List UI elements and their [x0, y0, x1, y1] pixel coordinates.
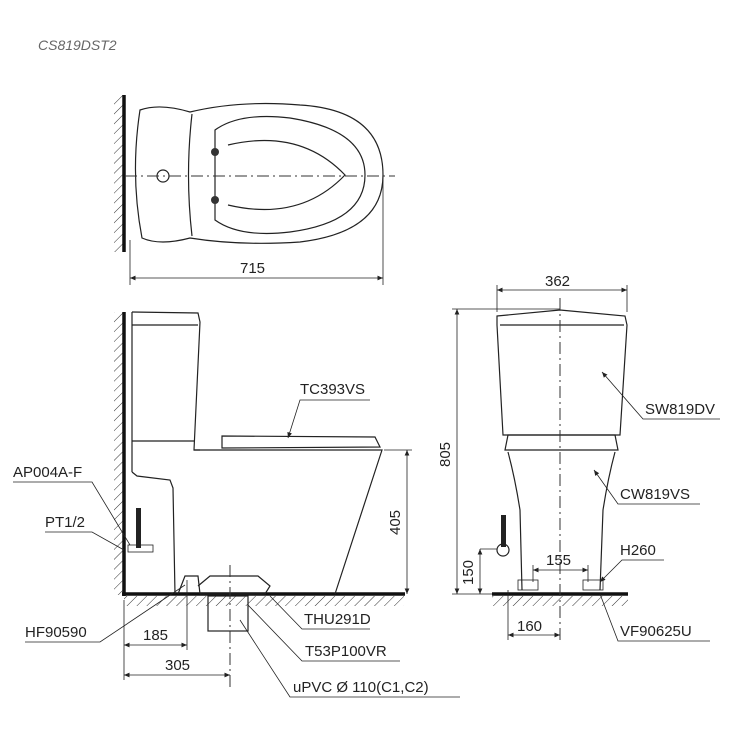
seat-front-outline [504, 434, 619, 451]
label-t53p100vr: T53P100VR [305, 643, 387, 660]
dim-150: 150 [460, 560, 477, 585]
label-sw819dv: SW819DV [645, 401, 715, 418]
label-h260: H260 [620, 542, 656, 559]
tank-front-outline [496, 309, 628, 436]
label-upvc-pipe: uPVC Ø 110(C1,C2) [293, 679, 429, 696]
label-thu291d: THU291D [304, 611, 371, 628]
label-tc393vs: TC393VS [300, 381, 365, 398]
seat-side-outline [221, 435, 381, 449]
dim-805: 805 [437, 442, 454, 467]
dim-405: 405 [387, 510, 404, 535]
dim-185: 185 [143, 627, 168, 644]
dim-362: 362 [545, 273, 570, 290]
dim-155: 155 [546, 552, 571, 569]
toilet-top-outline [134, 102, 384, 244]
front-view: 362 805 150 155 160 SW819DV CW819VS H260… [437, 273, 720, 642]
label-hf90590: HF90590 [25, 624, 87, 641]
tank-side-outline [131, 311, 201, 451]
dim-160: 160 [517, 618, 542, 635]
label-vf90625u: VF90625U [620, 623, 692, 640]
label-cw819vs: CW819VS [620, 486, 690, 503]
model-title: CS819DST2 [38, 37, 117, 53]
side-view: 185 305 405 TC393VS AP004A-F PT1/2 HF905… [13, 311, 460, 698]
wall-hatch [114, 95, 124, 252]
dim-715: 715 [240, 260, 265, 277]
dim-305: 305 [165, 657, 190, 674]
label-ap004a-f: AP004A-F [13, 464, 82, 481]
label-pt1-2: PT1/2 [45, 514, 85, 531]
seat-top-outline [214, 115, 366, 235]
top-view: 715 [114, 95, 395, 285]
pipe-adapter [207, 595, 249, 632]
